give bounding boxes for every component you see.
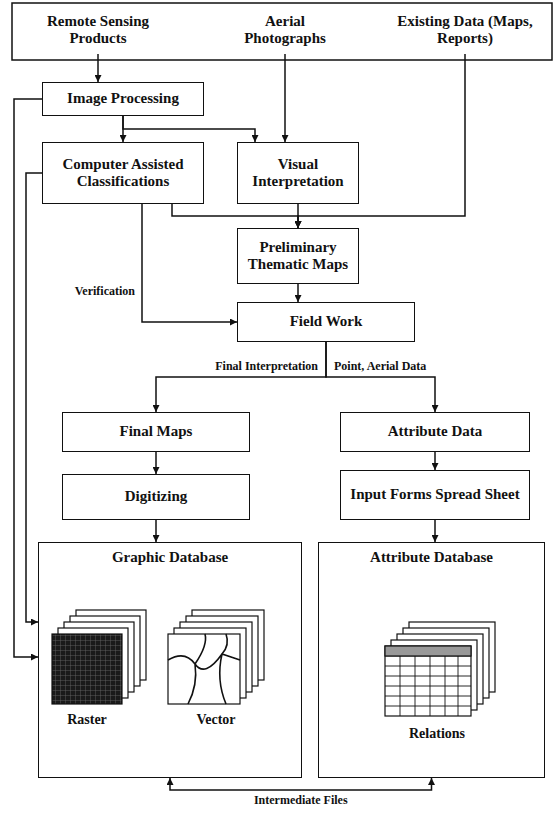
edge-label: Point, Aerial Data xyxy=(332,360,428,374)
box-text: Preliminary Thematic Maps xyxy=(244,239,352,274)
edge-label: Intermediate Files xyxy=(252,794,350,808)
database-box: Attribute Database xyxy=(318,542,545,778)
flow-arrow xyxy=(155,452,157,474)
part-label: Vector xyxy=(194,712,237,728)
box-text: Graphic Database xyxy=(112,549,228,566)
flow-arrow xyxy=(170,778,432,790)
flow-arrow xyxy=(172,204,298,228)
part-label: Raster xyxy=(65,712,109,728)
process-box: Image Processing xyxy=(42,82,204,116)
source-text: Remote Sensing Products xyxy=(18,6,178,54)
flow-arrow xyxy=(297,284,299,302)
flow-arrow xyxy=(284,54,286,142)
relations-stack xyxy=(385,622,495,716)
edge-label: Final Interpretation xyxy=(213,360,320,374)
flow-arrow xyxy=(434,452,436,470)
box-text: Attribute Data xyxy=(388,423,483,440)
source-text: Aerial Photographs xyxy=(225,6,345,54)
process-box: Preliminary Thematic Maps xyxy=(237,228,359,284)
process-box: Visual Interpretation xyxy=(237,142,359,204)
flow-arrow xyxy=(97,54,99,82)
process-box: Final Maps xyxy=(62,412,250,452)
box-text: Image Processing xyxy=(67,90,179,107)
flow-arrow xyxy=(26,173,42,622)
box-text: Existing Data (Maps, Reports) xyxy=(386,13,544,48)
source-text: Existing Data (Maps, Reports) xyxy=(380,6,550,54)
raster-stack xyxy=(52,610,146,704)
database-box: Graphic Database xyxy=(38,542,302,778)
process-box: Computer Assisted Classifications xyxy=(42,142,204,204)
flow-arrow xyxy=(156,342,326,412)
source-frame xyxy=(12,3,552,60)
flow-arrow xyxy=(434,520,436,542)
box-text: Digitizing xyxy=(125,488,188,505)
flow-arrow xyxy=(142,204,237,322)
flow-arrow xyxy=(155,520,157,542)
flow-arrow xyxy=(326,342,435,412)
box-text: Attribute Database xyxy=(370,549,493,566)
process-box: Input Forms Spread Sheet xyxy=(340,470,530,520)
vector-stack xyxy=(168,610,264,704)
process-box: Attribute Data xyxy=(340,412,530,452)
box-text: Visual Interpretation xyxy=(244,156,352,191)
part-label: Relations xyxy=(407,726,467,742)
edge-label: Verification xyxy=(73,285,137,299)
flow-arrow xyxy=(123,116,255,142)
box-text: Input Forms Spread Sheet xyxy=(350,486,519,503)
box-text: Aerial Photographs xyxy=(231,13,339,48)
box-text: Final Maps xyxy=(120,423,193,440)
process-box: Digitizing xyxy=(62,474,250,520)
process-box: Field Work xyxy=(237,302,415,342)
box-text: Field Work xyxy=(290,313,363,330)
box-text: Remote Sensing Products xyxy=(24,13,172,48)
box-text: Computer Assisted Classifications xyxy=(49,156,197,191)
